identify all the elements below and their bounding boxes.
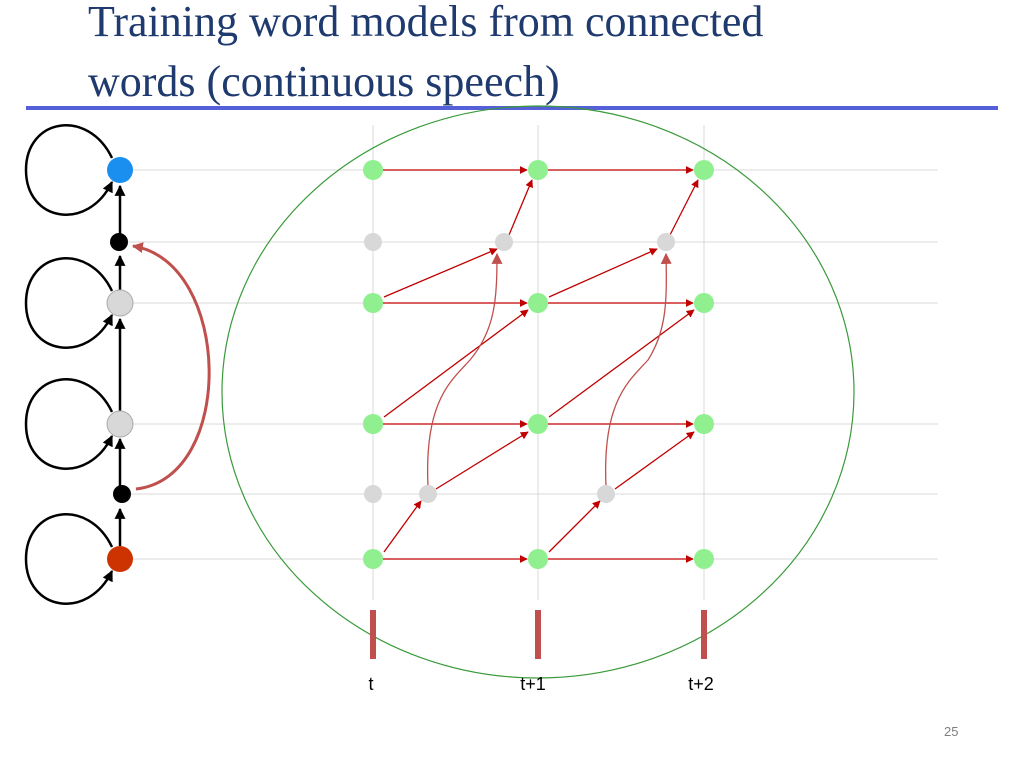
word-hmm xyxy=(24,124,211,605)
trellis-state xyxy=(363,549,383,569)
transition-arrow xyxy=(548,248,658,298)
time-label-t-plus-2: t+2 xyxy=(688,674,714,694)
transition-arrow xyxy=(614,431,695,490)
trellis-state xyxy=(363,293,383,313)
trellis-state xyxy=(528,160,548,180)
time-markers xyxy=(370,610,707,659)
title-line-1: Training word models from connected xyxy=(88,0,764,46)
hmm-final-state xyxy=(107,157,133,183)
trellis-null-state xyxy=(657,233,675,251)
transition-arrow xyxy=(383,309,529,418)
hmm-state xyxy=(106,410,134,438)
trellis-state xyxy=(528,414,548,434)
trellis-state xyxy=(694,293,714,313)
transition-arrow xyxy=(383,500,422,553)
trellis-null-state xyxy=(495,233,513,251)
trellis-state xyxy=(363,160,383,180)
page-number: 25 xyxy=(944,724,959,739)
self-loop-arrow xyxy=(24,124,114,216)
hmm-null-state xyxy=(110,233,128,251)
trellis-state xyxy=(528,293,548,313)
trellis-state xyxy=(694,414,714,434)
trellis-null-state xyxy=(364,233,382,251)
transition-arrow xyxy=(383,248,498,298)
title-line-2: words (continuous speech) xyxy=(88,57,560,106)
slide-title: Training word models from connected word… xyxy=(88,0,1008,112)
time-label-t: t xyxy=(368,674,374,694)
title-underline xyxy=(26,106,998,110)
enclosing-circle xyxy=(221,105,855,679)
hmm-state xyxy=(106,289,134,317)
time-marker xyxy=(370,610,376,659)
transition-arrow xyxy=(548,309,695,418)
trellis-state xyxy=(363,414,383,434)
trellis-null-state xyxy=(597,485,615,503)
time-marker xyxy=(701,610,707,659)
word-loop-back-arrow xyxy=(426,252,503,487)
self-loop-arrow xyxy=(24,257,114,349)
trellis-state xyxy=(528,549,548,569)
trellis-nodes xyxy=(363,160,714,569)
word-loop-transitions xyxy=(426,252,672,487)
self-loop-arrow xyxy=(24,378,114,470)
trellis-transitions xyxy=(383,166,699,563)
hmm-null-state xyxy=(113,485,131,503)
word-loop-back-arrow xyxy=(604,252,672,487)
transition-arrow xyxy=(435,431,529,490)
word-loop-back-arrow xyxy=(131,242,211,491)
transition-arrow xyxy=(669,179,699,236)
trellis-state xyxy=(694,160,714,180)
transition-arrow xyxy=(548,500,601,553)
hmm-initial-state xyxy=(107,546,133,572)
trellis-state xyxy=(694,549,714,569)
trellis-null-state xyxy=(364,485,382,503)
transition-arrow xyxy=(508,179,533,236)
time-label-t-plus-1: t+1 xyxy=(520,674,546,694)
time-marker xyxy=(535,610,541,659)
self-loop-arrow xyxy=(24,513,114,605)
trellis-null-state xyxy=(419,485,437,503)
